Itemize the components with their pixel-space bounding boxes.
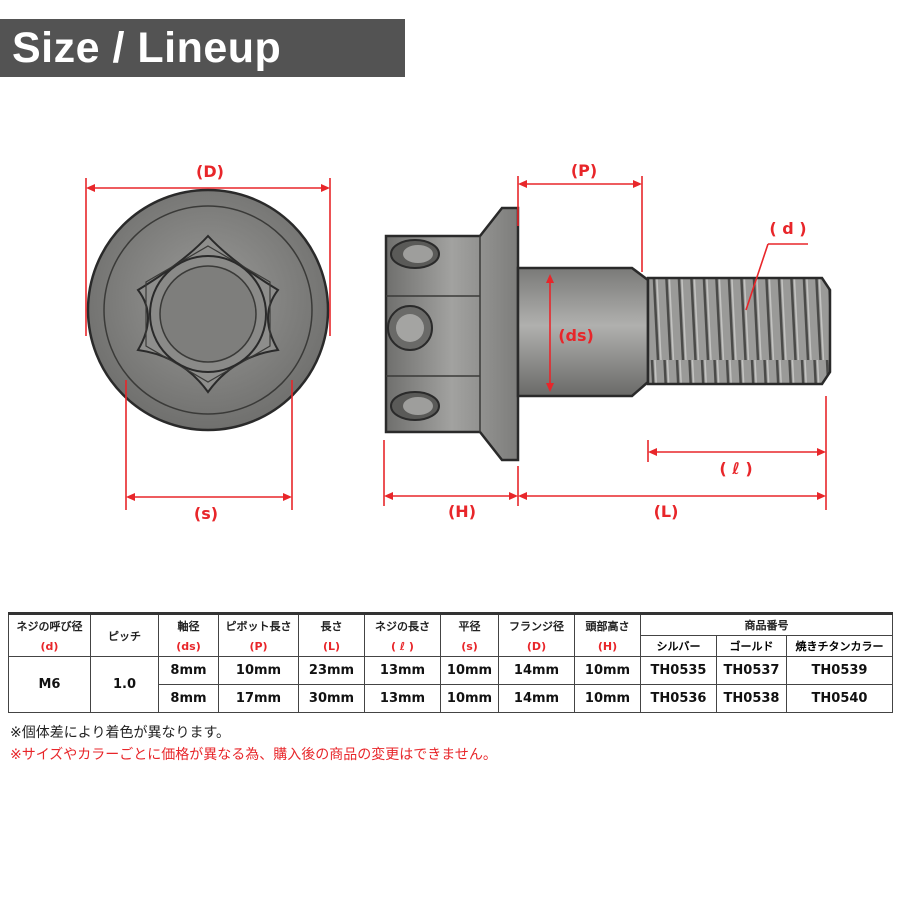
header-head-height: 頭部高さ(H) [574,612,641,657]
bolt-thread [646,276,832,386]
cell-d: 14mm [498,656,575,685]
cell-thread: 13mm [364,684,441,713]
section-banner: Size / Lineup [0,19,405,77]
label-d: ( d ) [769,219,806,238]
header-pivot-length: ピボット長さ(P) [218,612,299,657]
cell-burnt: TH0539 [786,656,893,685]
note-color-variation: ※個体差により着色が異なります。 [10,725,231,741]
cell-p: 10mm [218,656,299,685]
label-s: (s) [194,504,218,523]
header-gold: ゴールド [716,635,787,657]
label-D: (D) [196,162,224,181]
cell-l: 30mm [298,684,365,713]
dimension-lines [85,176,827,510]
bolt-diagram: (D) (s) (P) ( d ) (ds) ( ℓ ) (H) (L) [85,161,832,523]
cell-pitch: 1.0 [90,656,159,713]
cell-gold: TH0538 [716,684,787,713]
bolt-head-front-view [86,188,330,432]
header-pitch: ピッチ [90,612,159,657]
notes: ※個体差により着色が異なります。 ※サイズやカラーごとに価格が異なる為、購入後の… [10,722,497,764]
cell-l: 23mm [298,656,365,685]
cell-s: 10mm [440,656,499,685]
cell-silver: TH0535 [640,656,717,685]
spec-table: ネジの呼び径(d) ピッチ 軸径(ds) ピボット長さ(P) 長さ(L) ネジの… [8,612,893,713]
bolt-side-view [384,206,832,462]
header-flange-diameter: フランジ径(D) [498,612,575,657]
header-shaft-diameter: 軸径(ds) [158,612,219,657]
label-thread-length: ( ℓ ) [719,459,752,478]
header-length: 長さ(L) [298,612,365,657]
header-product-number: 商品番号 [640,612,893,636]
cell-h: 10mm [574,684,641,713]
cell-gold: TH0537 [716,656,787,685]
label-ds: (ds) [558,326,594,345]
header-burnt-titanium: 焼きチタンカラー [786,635,893,657]
cell-burnt: TH0540 [786,684,893,713]
header-flat-diameter: 平径(s) [440,612,499,657]
header-silver: シルバー [640,635,717,657]
cell-ds: 8mm [158,656,219,685]
section-title: Size / Lineup [12,23,282,72]
cell-silver: TH0536 [640,684,717,713]
header-thread-length: ネジの長さ( ℓ ) [364,612,441,657]
label-H: (H) [448,502,476,521]
table-row: M6 1.0 8mm 10mm 23mm 13mm 10mm 14mm 10mm… [8,656,893,713]
hex-body [145,245,271,383]
cell-s: 10mm [440,684,499,713]
label-P: (P) [571,161,597,180]
note-no-exchange: ※サイズやカラーごとに価格が異なる為、購入後の商品の変更はできません。 [10,747,497,763]
label-L: (L) [654,502,679,521]
cell-size: M6 [8,656,91,713]
header-nominal-diameter: ネジの呼び径(d) [8,612,91,657]
cell-thread: 13mm [364,656,441,685]
table-row: 8mm 17mm 30mm 13mm 10mm 14mm 10mm TH0536… [9,684,893,713]
flange-inner-ring [103,205,313,415]
cell-ds: 8mm [158,684,219,713]
cell-p: 17mm [218,684,299,713]
cell-h: 10mm [574,656,641,685]
cell-d: 14mm [498,684,575,713]
center-boss-inner [159,265,257,363]
